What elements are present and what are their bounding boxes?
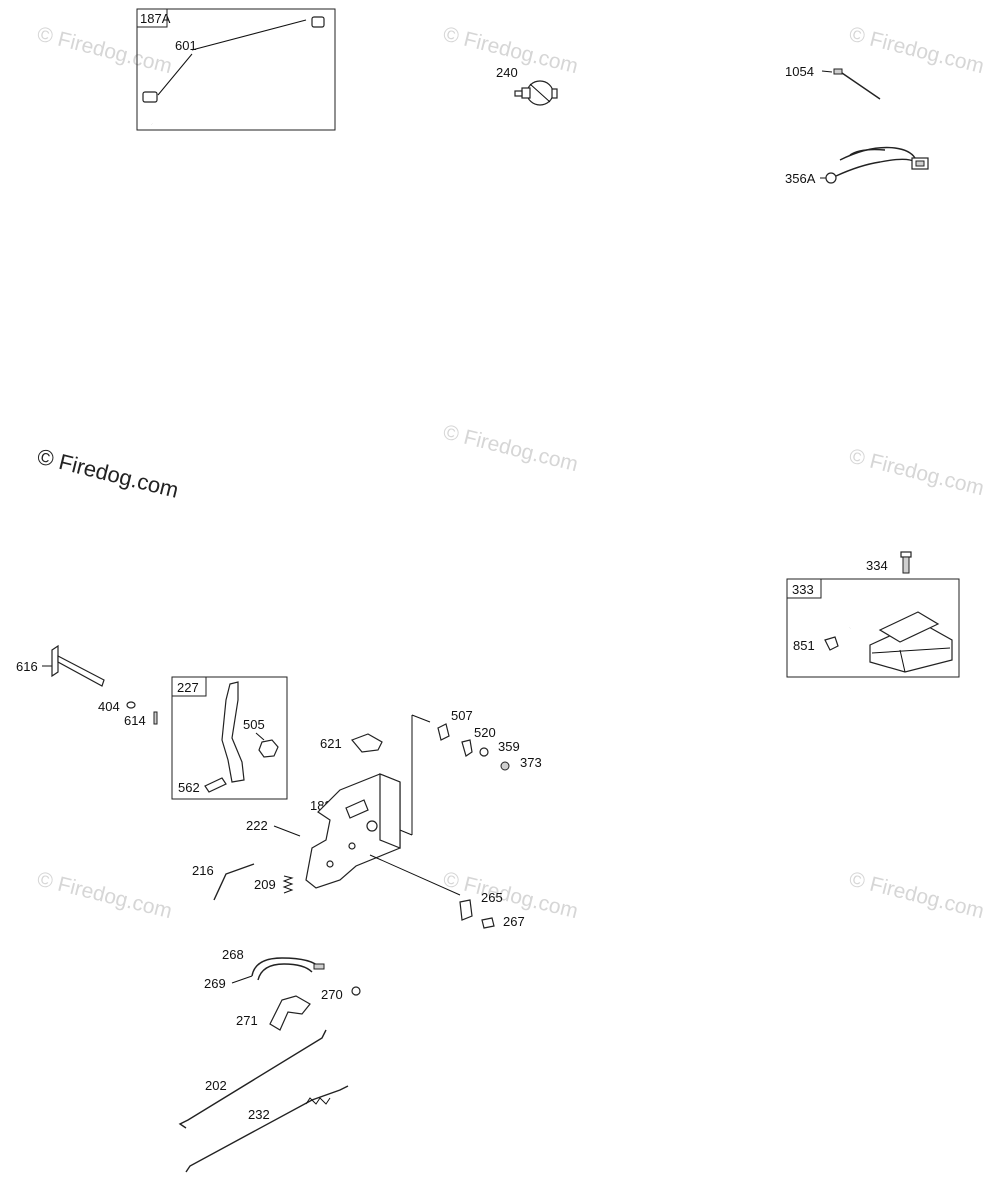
part-label-359: 359 xyxy=(498,739,520,754)
watermark-5: © Firedog.com xyxy=(847,445,986,501)
box-187A xyxy=(136,8,336,131)
bracket-clip-icon xyxy=(350,733,383,753)
watermark-6: © Firedog.com xyxy=(35,868,174,924)
part-label-232: 232 xyxy=(248,1107,270,1122)
screw-icon xyxy=(900,551,912,558)
part-group-throttle: 268 269 270 271 xyxy=(204,947,361,1031)
watermark-main: © Firedog.com xyxy=(35,444,181,503)
part-group-356A: 356A xyxy=(785,146,929,186)
box-227 xyxy=(171,676,288,800)
pin-icon xyxy=(153,711,158,725)
part-label-216: 216 xyxy=(192,863,214,878)
ground-terminal-icon xyxy=(825,172,837,184)
part-group-240: 240 xyxy=(496,65,558,106)
part-label-240: 240 xyxy=(496,65,518,80)
cable-tie-icon xyxy=(833,68,843,75)
screw-icon-2 xyxy=(481,917,495,929)
watermark-1: © Firedog.com xyxy=(35,23,174,79)
governor-link-icon xyxy=(213,863,255,901)
lever-icon xyxy=(461,739,473,757)
governor-lever-icon xyxy=(221,681,245,783)
part-label-270: 270 xyxy=(321,987,343,1002)
part-label-851: 851 xyxy=(793,638,815,653)
throttle-cable-icon xyxy=(251,957,321,977)
watermark-3: © Firedog.com xyxy=(847,23,986,79)
spring-icon xyxy=(282,875,294,894)
part-label-614: 614 xyxy=(124,713,146,728)
part-label-373: 373 xyxy=(520,755,542,770)
wiring-harness xyxy=(835,158,919,177)
part-label-267: 267 xyxy=(503,914,525,929)
part-label-616: 616 xyxy=(16,659,38,674)
part-label-268: 268 xyxy=(222,947,244,962)
throttle-link-icon xyxy=(178,1029,327,1129)
label-box-187A xyxy=(136,8,168,28)
washer-icon xyxy=(126,701,136,709)
part-label-202: 202 xyxy=(205,1078,227,1093)
part-group-333: 334 333 851 xyxy=(786,551,960,678)
governor-shaft-icon xyxy=(51,644,59,678)
hose-clamp-icon xyxy=(311,16,325,28)
part-group-187A: 187A 601 xyxy=(136,8,336,131)
throttle-lever-icon xyxy=(269,995,311,1031)
terminal-connector-icon xyxy=(824,636,839,651)
nut-icon xyxy=(258,739,279,758)
label-box-333 xyxy=(786,578,822,599)
part-label-520: 520 xyxy=(474,725,496,740)
part-label-187A: 187A xyxy=(140,11,171,26)
nut-icon-2 xyxy=(500,761,510,771)
part-label-269: 269 xyxy=(204,976,226,991)
part-group-227: 227 505 562 xyxy=(171,676,288,800)
part-label-334: 334 xyxy=(866,558,888,573)
part-group-links: 202 232 xyxy=(178,1029,349,1173)
part-label-601: 601 xyxy=(175,38,197,53)
part-group-1054: 1054 xyxy=(785,64,881,100)
part-label-1054: 1054 xyxy=(785,64,814,79)
part-label-621: 621 xyxy=(320,736,342,751)
part-label-271: 271 xyxy=(236,1013,258,1028)
cable-clamp-icon xyxy=(459,899,473,921)
part-label-507: 507 xyxy=(451,708,473,723)
part-label-209: 209 xyxy=(254,877,276,892)
hose-clamp-icon-2 xyxy=(142,91,158,103)
part-label-356A: 356A xyxy=(785,171,816,186)
terminal-icon xyxy=(437,723,450,741)
part-label-222: 222 xyxy=(246,818,268,833)
part-label-227: 227 xyxy=(177,680,199,695)
watermark-4: © Firedog.com xyxy=(441,421,580,477)
part-group-616: 616 404 614 xyxy=(16,644,158,728)
bolt-icon xyxy=(204,777,227,793)
nut-icon-3 xyxy=(351,986,361,996)
bracket-hole xyxy=(366,820,378,832)
part-label-404: 404 xyxy=(98,699,120,714)
watermark-8: © Firedog.com xyxy=(847,868,986,924)
washer-icon-2 xyxy=(479,747,489,757)
part-label-562: 562 xyxy=(178,780,200,795)
part-label-333: 333 xyxy=(792,582,814,597)
part-label-265: 265 xyxy=(481,890,503,905)
part-group-control-bracket: 621 507 520 359 373 188 222 216 209 265 … xyxy=(192,708,542,929)
part-label-505: 505 xyxy=(243,717,265,732)
box-333 xyxy=(786,578,960,678)
label-box-227 xyxy=(171,676,207,697)
governor-spring-link-icon xyxy=(185,1085,349,1173)
